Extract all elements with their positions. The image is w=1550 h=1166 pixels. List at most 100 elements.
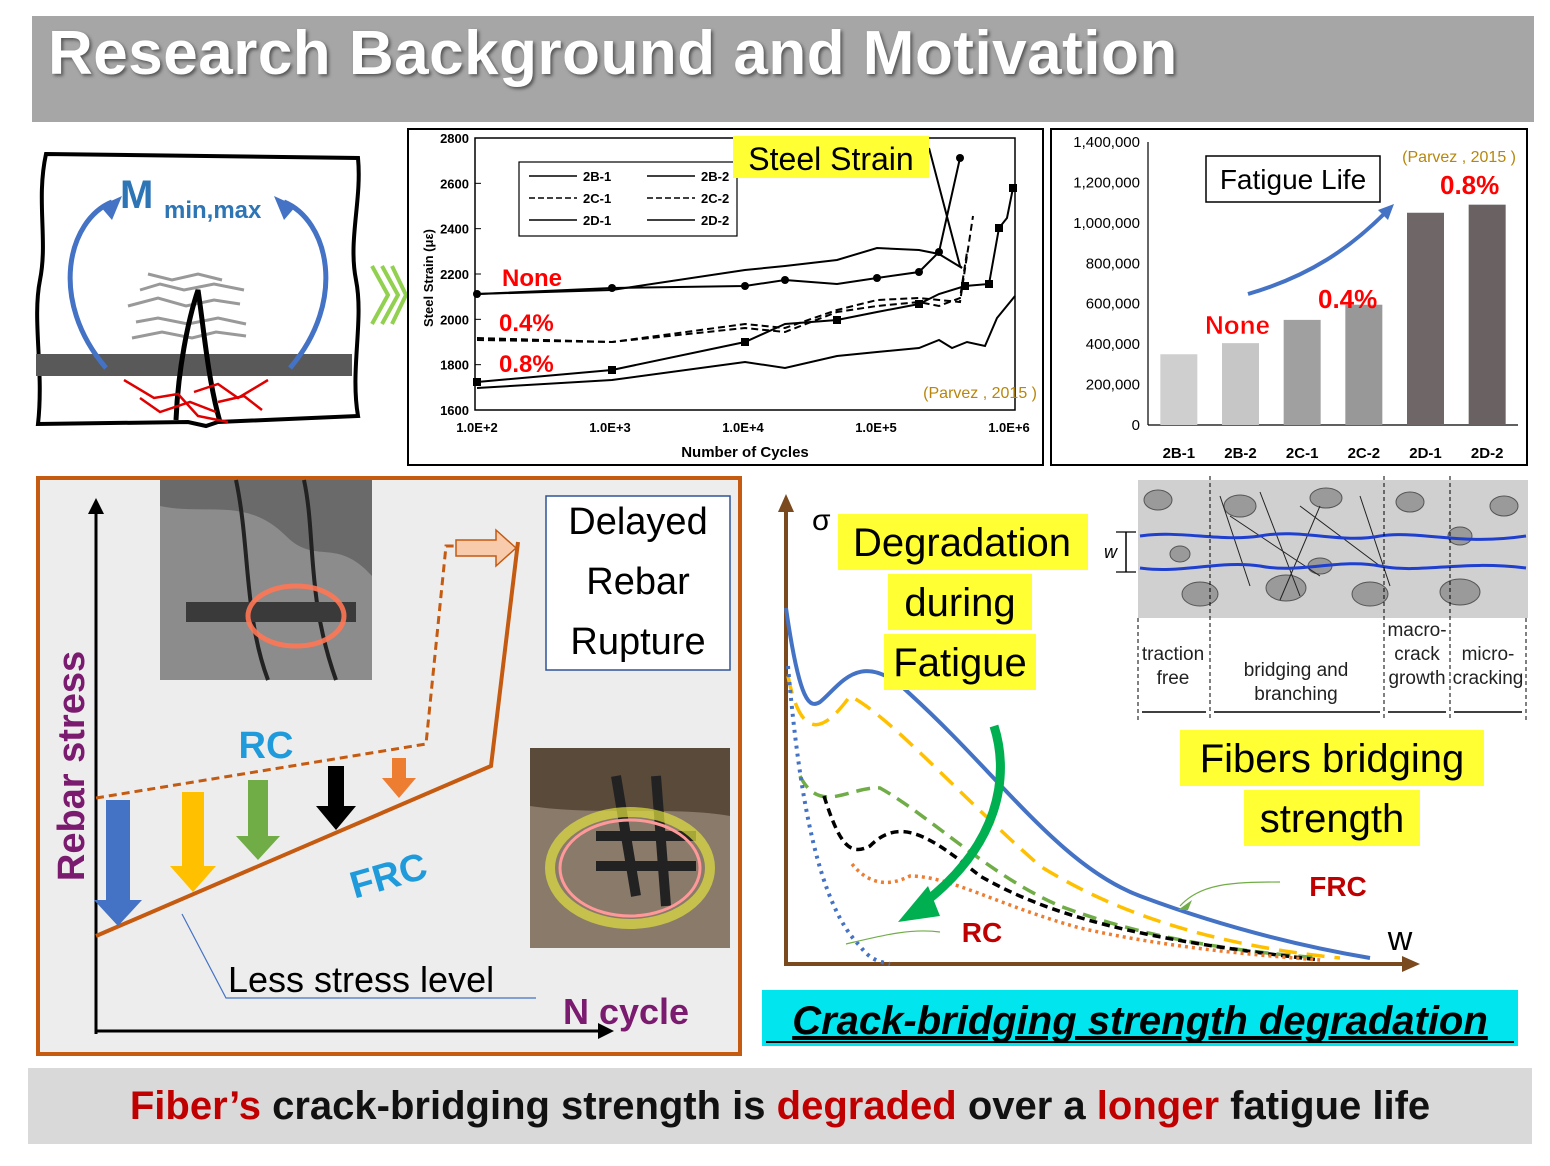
- less-stress-label: Less stress level: [228, 959, 494, 1000]
- rc-label: RC: [239, 725, 294, 767]
- bar: [1468, 204, 1506, 425]
- strain-markers: [473, 154, 1017, 386]
- w-mark: w: [1104, 542, 1118, 562]
- chart-title-box: [1205, 155, 1381, 203]
- y-tick-label: 600,000: [1086, 296, 1140, 313]
- rc-label: RC: [962, 917, 1002, 948]
- zone-2-line-1: bridging and: [1244, 660, 1349, 681]
- beam-diagram: M min,max: [35, 151, 361, 429]
- annot-none: None: [1205, 310, 1270, 340]
- crack-bridging-panel: σ w Degradation during Fatigue FRC RC Fi…: [762, 476, 1528, 1046]
- y-tick-label: 1600: [440, 403, 469, 418]
- y-tick-label: 400,000: [1086, 336, 1140, 353]
- fibers-line-1: Fibers bridging: [1200, 737, 1465, 781]
- zone-3-line-2: crack: [1394, 644, 1440, 665]
- chart-title-highlight: [733, 136, 929, 178]
- crack-schematic: w traction free bridging and branching m…: [1104, 476, 1528, 720]
- zone-1-line-2: free: [1157, 668, 1190, 689]
- x-axis-label: Number of Cycles: [681, 444, 809, 461]
- x-tick-label: 2B-2: [1224, 445, 1257, 462]
- caption: Crack-bridging strength degradation: [792, 999, 1488, 1043]
- delay-arrow: [455, 528, 518, 568]
- frc-curve-2: [786, 675, 1341, 960]
- title-bar: [32, 16, 1534, 122]
- zone-1-line-1: traction: [1142, 644, 1204, 665]
- y-tick-label: 2200: [440, 267, 469, 282]
- annot-04: 0.4%: [499, 310, 554, 337]
- y-tick-label: 2000: [440, 312, 469, 327]
- fiber-lines: [127, 272, 247, 340]
- moment-arrow-right: [282, 199, 329, 370]
- annot-none: None: [502, 265, 562, 292]
- w-axis-label: w: [1387, 920, 1413, 958]
- x-tick-label: 1.0E+4: [722, 420, 764, 435]
- footer-statement: Fiber’s crack-bridging strength is degra…: [28, 1068, 1532, 1144]
- legend-entry: 2D-2: [701, 213, 729, 228]
- legend-entry: 2C-1: [583, 191, 611, 206]
- y-tick-label: 1,400,000: [1073, 134, 1140, 151]
- legend-entry: 2B-1: [583, 169, 611, 184]
- y-tick-label: 200,000: [1086, 377, 1140, 394]
- y-tick-label: 1800: [440, 358, 469, 373]
- chart-title: Fatigue Life: [1220, 164, 1366, 195]
- y-axis-label: Rebar stress: [51, 651, 93, 881]
- footer-part-1: Fiber’s: [129, 1084, 261, 1128]
- moment-arrow-left: [67, 199, 114, 370]
- rc-curve: [95, 544, 454, 800]
- annot-04: 0.4%: [1318, 284, 1377, 314]
- frc-label: FRC: [1309, 871, 1367, 902]
- footer-bar: [28, 1068, 1532, 1144]
- delayed-line-1: Delayed: [568, 501, 707, 543]
- y-tick-label: 0: [1132, 417, 1140, 434]
- frc-curve-5: [850, 862, 1321, 962]
- crack: [173, 289, 223, 423]
- zone-2-line-2: branching: [1254, 684, 1337, 705]
- footer-part-5: longer: [1096, 1084, 1220, 1128]
- x-tick-label: 2C-2: [1348, 445, 1381, 462]
- zone-4-line-2: cracking: [1453, 668, 1524, 689]
- moment-label: M: [120, 173, 153, 217]
- degradation-line-2: during: [904, 581, 1015, 625]
- delayed-line-3: Rupture: [570, 621, 705, 663]
- frc-curve: [95, 541, 520, 938]
- x-tick-label: 1.0E+6: [988, 420, 1030, 435]
- trend-arrow: [1247, 210, 1388, 296]
- y-tick-label: 1,000,000: [1073, 215, 1140, 232]
- footer-part-2: crack-bridging strength is: [261, 1084, 777, 1128]
- zone-3-line-1: macro-: [1387, 620, 1446, 641]
- annot-08: 0.8%: [1440, 170, 1499, 200]
- rebar: [36, 354, 352, 376]
- x-tick-label: 2B-1: [1163, 445, 1196, 462]
- citation: (Parvez , 2015 ): [1402, 149, 1516, 166]
- citation: (Parvez , 2015 ): [923, 385, 1037, 402]
- x-tick-label: 2C-1: [1286, 445, 1319, 462]
- degradation-arrow: [917, 724, 1005, 910]
- bar: [1407, 212, 1444, 425]
- legend-entry: 2D-1: [583, 213, 611, 228]
- y-tick-label: 2600: [440, 176, 469, 191]
- zone-4-line-1: micro-: [1462, 644, 1515, 665]
- x-tick-label: 1.0E+3: [589, 420, 631, 435]
- caption-box: [762, 990, 1518, 1046]
- fatigue-life-chart: 1,400,000 1,200,000 1,000,000 800,000 600,00…: [1050, 128, 1528, 466]
- rebar-cracks: [123, 378, 269, 424]
- y-axis-label: Steel Strain (με): [421, 229, 436, 327]
- chevron-arrow-icon: [370, 265, 408, 325]
- y-tick-label: 1,200,000: [1073, 174, 1140, 191]
- bar: [1283, 319, 1321, 425]
- chart-title: Steel Strain: [748, 141, 913, 177]
- delayed-line-2: Rebar: [586, 561, 690, 603]
- legend-entry: 2C-2: [701, 191, 729, 206]
- fibers-line-2: strength: [1260, 797, 1405, 841]
- footer-part-4: over a: [956, 1084, 1097, 1128]
- rebar-stress-panel: Rebar stress N cycle RC FRC Delayed Reba…: [36, 476, 742, 1056]
- zone-3-line-3: growth: [1388, 668, 1445, 689]
- annot-08: 0.8%: [499, 351, 554, 378]
- degradation-line-1: Degradation: [853, 521, 1071, 565]
- degradation-line-3: Fatigue: [893, 641, 1026, 685]
- x-axis-label: N cycle: [563, 991, 689, 1032]
- bar: [1160, 354, 1198, 425]
- y-tick-label: 800,000: [1086, 255, 1140, 272]
